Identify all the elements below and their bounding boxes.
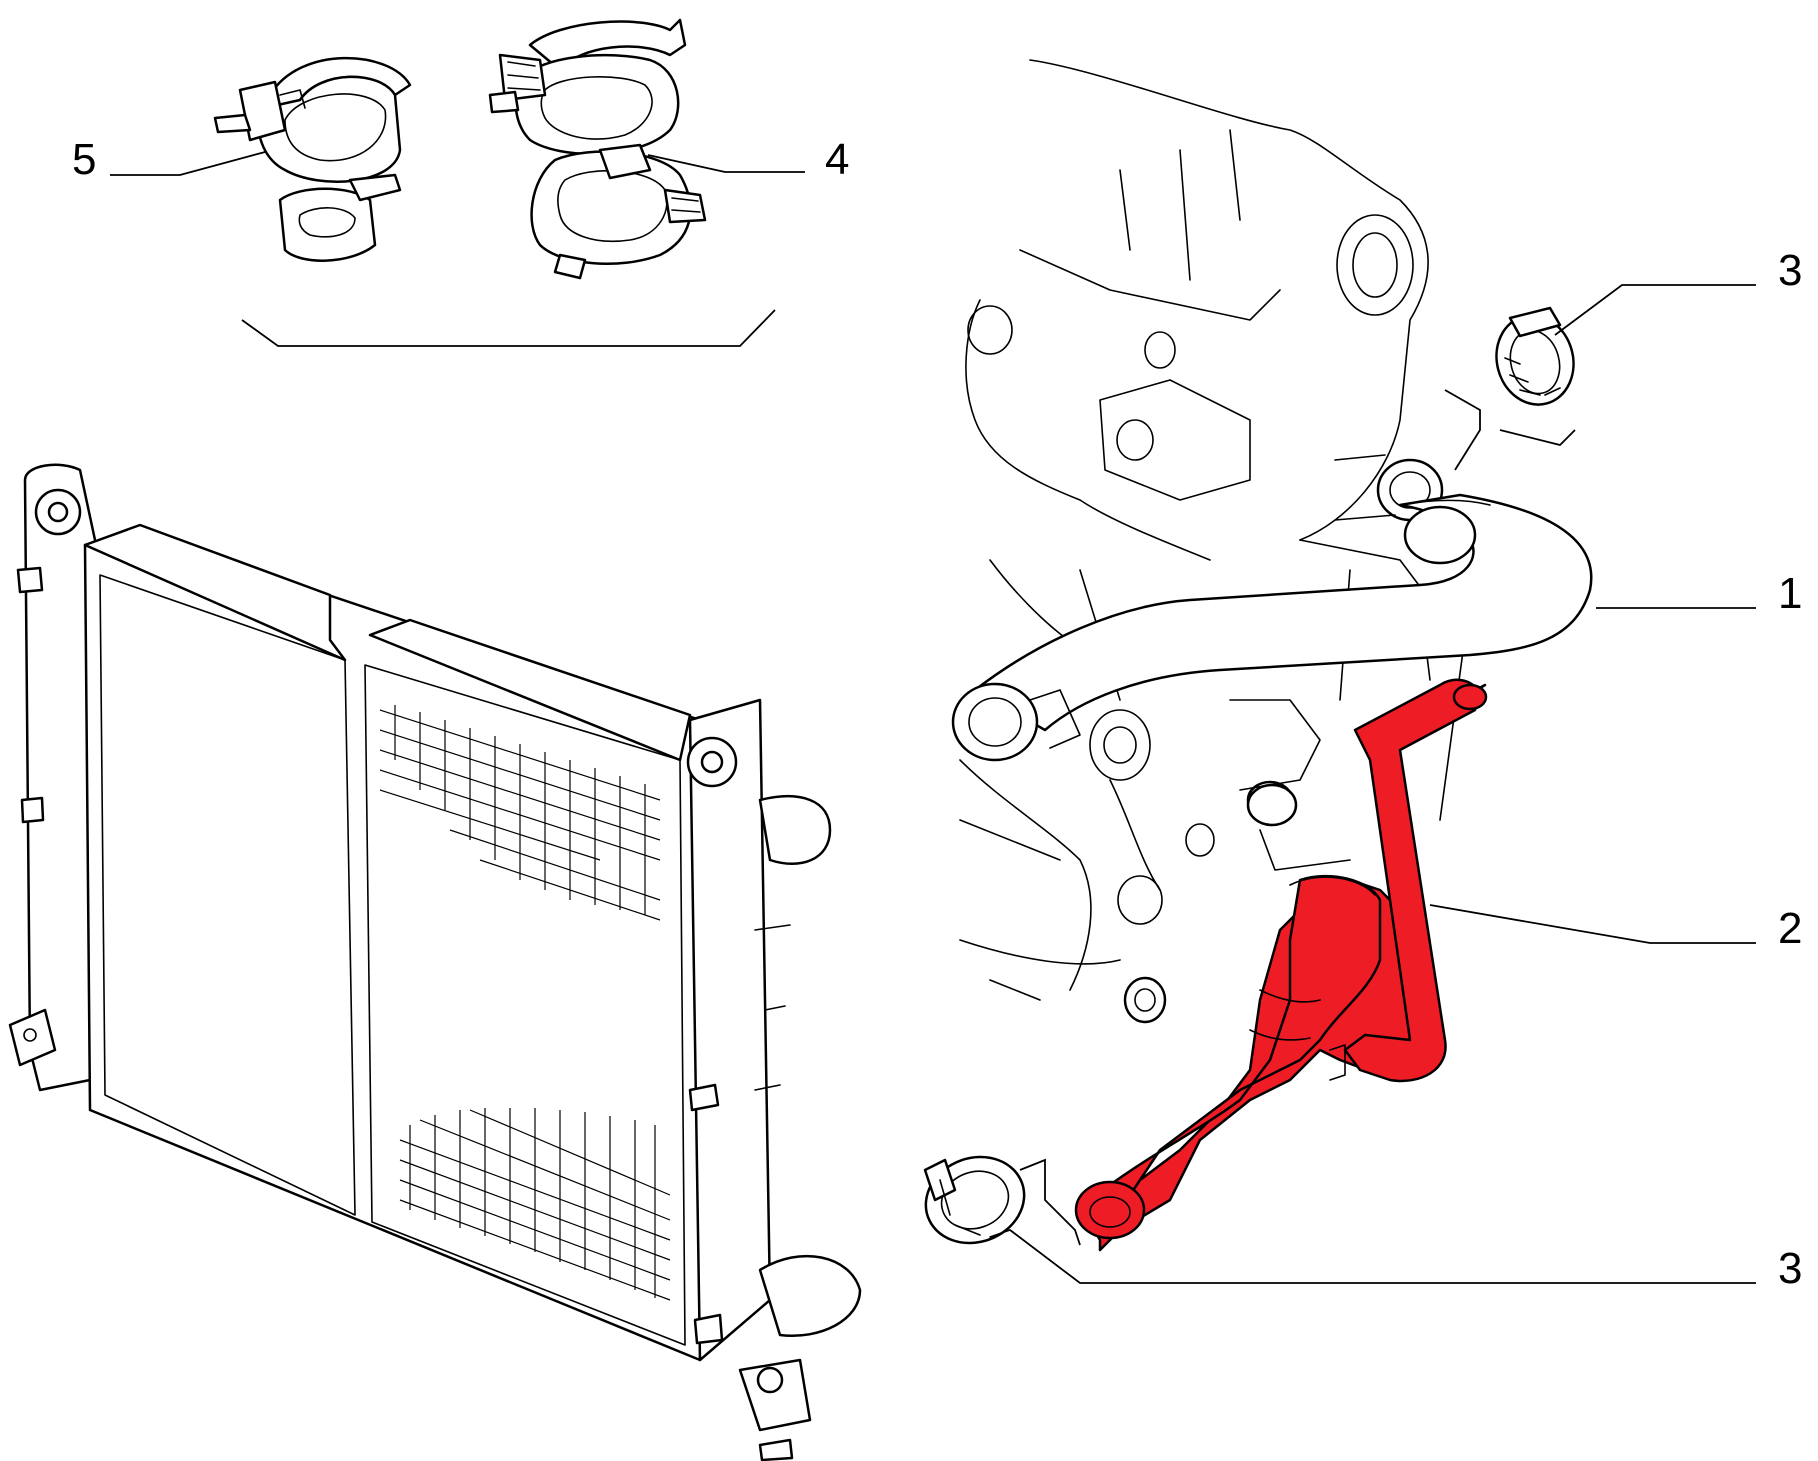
clip-5-drawing: [213, 56, 412, 262]
hose-1-drawing: [951, 493, 1593, 762]
clip-4-drawing: [488, 18, 707, 280]
leader-2: [1429, 904, 1756, 944]
clips-group-bracket: [241, 309, 776, 347]
leader-3-upper: [1554, 284, 1756, 336]
radiator-drawing: [8, 463, 862, 1461]
leader-3-lower: [1009, 1229, 1756, 1284]
callout-3-upper: 3: [1778, 246, 1802, 295]
leader-5: [110, 151, 266, 176]
clamp-3-lower-drawing: [923, 1155, 1026, 1245]
leader-4: [647, 154, 805, 173]
callout-3-lower: 3: [1778, 1244, 1802, 1293]
clamp-upper-bracket: [1444, 389, 1576, 471]
radiator-fin-grid: [379, 705, 671, 1301]
clamp-3-upper-drawing: [1495, 306, 1575, 406]
callout-4: 4: [825, 135, 849, 184]
callout-1: 1: [1778, 569, 1802, 618]
engine-outlet-spigot: [1246, 783, 1298, 827]
hose-2-drawing: [1074, 678, 1488, 1252]
clamp-lower-bracket: [1019, 1158, 1081, 1246]
callout-2: 2: [1778, 904, 1802, 953]
leader-lines: [110, 151, 1756, 1284]
callout-5: 5: [72, 135, 96, 184]
